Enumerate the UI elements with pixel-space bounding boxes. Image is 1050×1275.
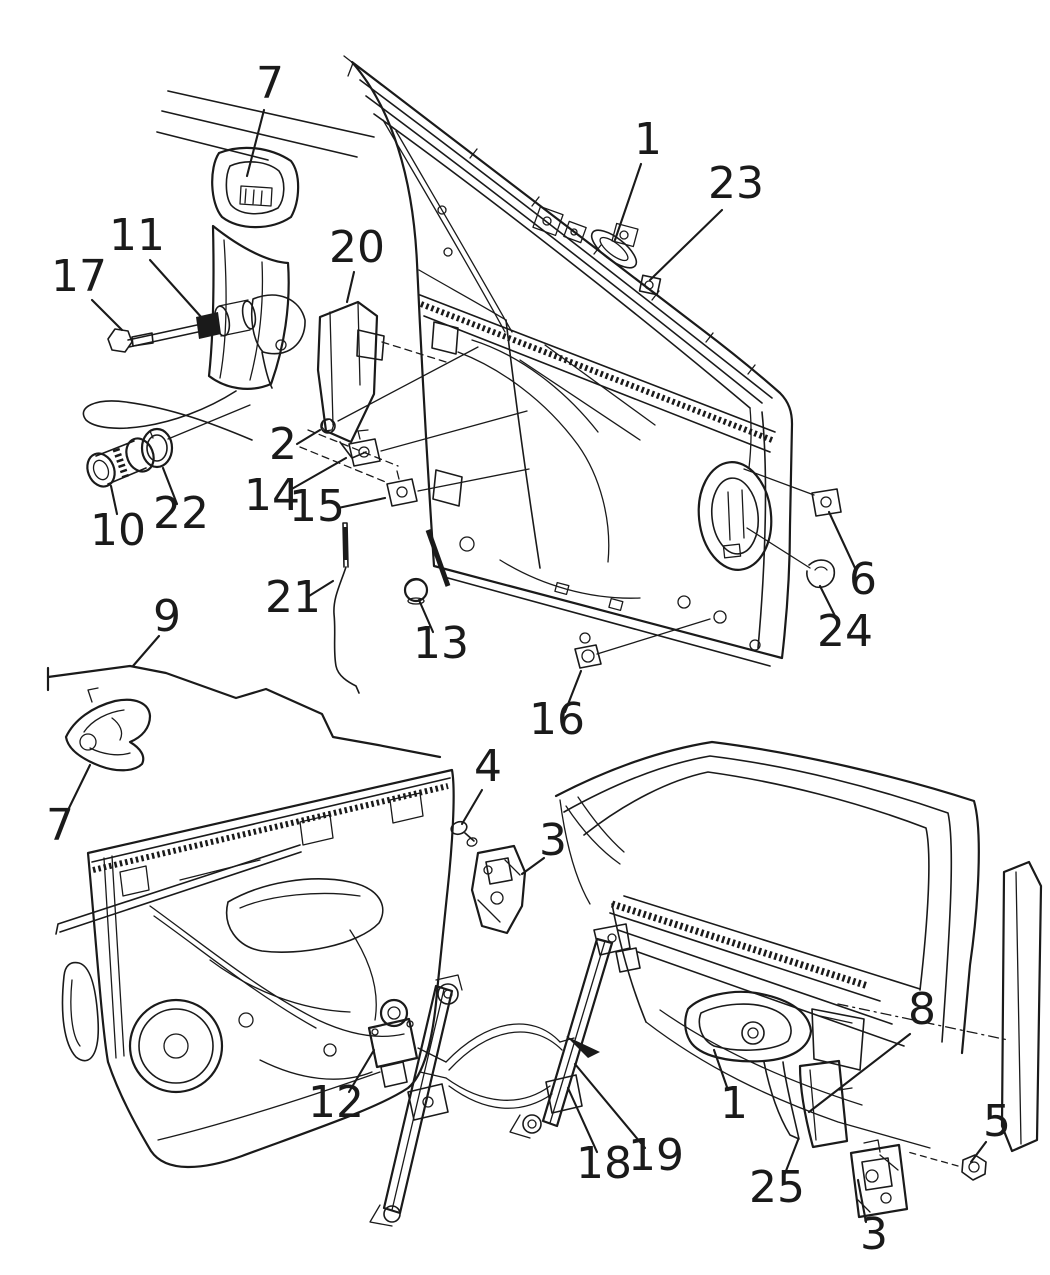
callout-label-16-16: 16: [529, 694, 585, 745]
callout-label-2-6: 2: [269, 419, 297, 470]
callout-leader-19-22: [573, 1062, 647, 1150]
callout-label-20-4: 20: [329, 222, 385, 273]
callout-leader-21-11: [307, 579, 335, 598]
bumper-13: [403, 577, 429, 605]
callout-leader-7-17: [67, 763, 92, 810]
clip-15: [386, 468, 530, 507]
callout-leader-12-20: [347, 1048, 376, 1094]
callout-leader-16-16: [563, 669, 583, 714]
gasket-ring-22: [140, 427, 174, 469]
callout-leader-2-6: [295, 428, 322, 446]
regulator-motor-12: [367, 998, 419, 1088]
callout-leader-24-14: [818, 584, 839, 622]
callout-leader-4-18: [460, 788, 484, 826]
link-rod-9: [46, 664, 442, 759]
callout-leader-25-25: [782, 1138, 800, 1178]
callout-label-19-22: 19: [628, 1130, 684, 1181]
clip-24: [746, 527, 836, 589]
callout-label-5-26: 5: [983, 1096, 1011, 1147]
speaker-opening: [128, 998, 224, 1094]
door-trim-panel: [55, 768, 455, 1169]
callout-label-12-20: 12: [308, 1077, 364, 1128]
pillar-applique-8: [1000, 860, 1043, 1153]
regulator-cables: [417, 1023, 600, 1109]
rear-door-quarter: [554, 740, 1043, 1153]
callout-leader-15-8: [336, 496, 387, 510]
callout-label-9-15: 9: [153, 591, 181, 642]
link-rod-21: [333, 522, 360, 694]
callout-leader-1-23: [712, 1048, 730, 1092]
callout-label-15-8: 15: [289, 481, 345, 532]
callout-leader-13-12: [417, 598, 435, 634]
callout-label-8-24: 8: [908, 984, 936, 1035]
callout-label-7-0: 7: [256, 58, 284, 109]
callout-leader-5-26: [969, 1140, 988, 1164]
callout-label-25-25: 25: [749, 1162, 805, 1213]
callout-leader-14-7: [288, 456, 348, 492]
callout-leader-1-1: [613, 162, 643, 242]
latch-opening: [697, 461, 773, 571]
beltline-seal-strip: [419, 301, 774, 443]
callout-label-4-18: 4: [474, 741, 502, 792]
grommet-16: [574, 618, 711, 669]
callout-label-17-5: 17: [51, 251, 107, 302]
callout-leader-23-2: [648, 208, 724, 282]
callout-leader-22-10: [161, 466, 179, 506]
callout-leader-8-24: [807, 1032, 912, 1114]
door-latch-3-front: [470, 844, 527, 935]
callout-leader-17-5: [90, 298, 124, 332]
callout-leader-6-13: [827, 510, 857, 570]
callout-leader-3-19: [520, 856, 546, 876]
callout-label-24-14: 24: [817, 606, 873, 657]
lock-cylinder-10: [86, 437, 155, 488]
handle-opening: [590, 229, 638, 269]
door-latch-3-rear: [849, 1139, 909, 1219]
screw-2: [320, 346, 479, 434]
striker-bolt-4: [450, 820, 478, 847]
callout-label-21-11: 21: [265, 572, 321, 623]
lock-rod-wire: [82, 390, 253, 441]
callout-leader-7-0: [245, 108, 266, 178]
callout-label-18-21: 18: [576, 1138, 632, 1189]
callout-leader-9-15: [131, 634, 161, 668]
callout-leader-3-27: [856, 1178, 868, 1224]
callout-label-7-17: 7: [46, 800, 74, 851]
bracket-module-20: [299, 300, 447, 484]
callout-leader-10-9: [109, 484, 119, 516]
callout-leader-18-21: [566, 1086, 599, 1154]
callout-leader-20-4: [345, 270, 356, 304]
hex-bolt-17: [107, 328, 154, 353]
callout-leader-11-3: [148, 258, 204, 320]
callout-label-6-13: 6: [849, 554, 877, 605]
callout-label-13-12: 13: [413, 618, 469, 669]
rear-beltline-strip: [610, 900, 870, 990]
callout-label-11-3: 11: [109, 210, 165, 261]
callout-label-23-2: 23: [708, 158, 764, 209]
callout-label-22-10: 22: [153, 488, 209, 539]
callout-label-3-27: 3: [860, 1209, 888, 1260]
callout-label-14-7: 14: [244, 470, 300, 521]
callout-label-1-1: 1: [634, 114, 662, 165]
window-regulator-left: [369, 974, 463, 1227]
outside-handle-1-rear: [684, 990, 865, 1140]
pillar-trim-assembly: [82, 90, 375, 441]
clip-14: [348, 410, 528, 467]
callout-label-1-23: 1: [720, 1078, 748, 1129]
callout-label-3-19: 3: [539, 815, 567, 866]
handle-bracket-25: [798, 1059, 853, 1149]
clip-6: [743, 468, 842, 517]
front-door-shell: [343, 55, 794, 667]
callout-label-10-9: 10: [90, 505, 146, 556]
outside-handle-7: [64, 687, 152, 772]
window-regulator-right: [509, 923, 641, 1139]
